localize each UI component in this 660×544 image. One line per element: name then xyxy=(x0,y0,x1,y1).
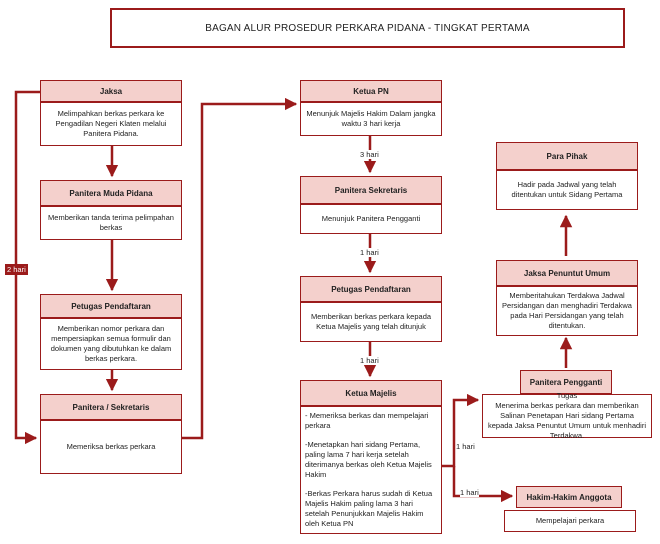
arrow-panitera-sekretaris-to-ketua-pn xyxy=(182,97,298,440)
ketua-pn-body: Menunjuk Majelis Hakim Dalam jangka wakt… xyxy=(300,102,442,136)
ketua-majelis-body: - Memeriksa berkas dan mempelajari perka… xyxy=(300,406,442,534)
ketua-majelis-header: Ketua Majelis xyxy=(300,380,442,406)
jaksa-penuntut-body: Memberitahukan Terdakwa Jadwal Persidang… xyxy=(496,286,638,336)
panitera-pengganti-body: Tugas Menerima berkas perkara dan member… xyxy=(482,391,652,440)
petugas-pendaftaran-1-body: Memberikan nomor perkara dan mempersiapk… xyxy=(40,318,182,370)
jaksa-header: Jaksa xyxy=(40,80,182,102)
para-pihak-header: Para Pihak xyxy=(496,142,638,170)
panitera-sekretaris-2-body: Menunjuk Panitera Pengganti xyxy=(300,204,442,234)
panitera-pengganti-task-text: Menerima berkas perkara dan memberikan S… xyxy=(487,401,646,440)
petugas-pendaftaran-1-header: Petugas Pendaftaran xyxy=(40,294,182,318)
panitera-sekretaris-2-header: Panitera Sekretaris xyxy=(300,176,442,204)
page-title: BAGAN ALUR PROSEDUR PERKARA PIDANA - TIN… xyxy=(110,8,625,48)
panitera-muda-header: Panitera Muda Pidana xyxy=(40,180,182,206)
petugas-pendaftaran-2-body: Memberikan berkas perkara kepada Ketua M… xyxy=(300,302,442,342)
arrow-ketua-majelis-to-panitera-pengganti xyxy=(442,393,480,468)
edge-label-one-day-d: 1 hari xyxy=(460,488,479,497)
edge-label-two-days: 2 hari xyxy=(5,264,28,275)
ketua-majelis-task-1: - Memeriksa berkas dan mempelajari perka… xyxy=(305,411,429,430)
panitera-muda-body: Memberikan tanda terima pelimpahan berka… xyxy=(40,206,182,240)
para-pihak-body: Hadir pada Jadwal yang telah ditentukan … xyxy=(496,170,638,210)
arrow-ketua-majelis-to-hakim-anggota xyxy=(452,466,514,503)
ketua-pn-header: Ketua PN xyxy=(300,80,442,102)
edge-label-one-day-c: 1 hari xyxy=(456,442,475,451)
panitera-pengganti-header: Panitera Pengganti xyxy=(520,370,612,394)
ketua-majelis-task-2: -Menetapkan hari sidang Pertama, paling … xyxy=(305,440,432,479)
ketua-majelis-task-3: -Berkas Perkara harus sudah di Ketua Maj… xyxy=(305,489,433,528)
edge-label-one-day-b: 1 hari xyxy=(360,356,379,365)
hakim-anggota-body: Mempelajari perkara xyxy=(504,510,636,532)
edge-label-three-days: 3 hari xyxy=(360,150,379,159)
jaksa-penuntut-header: Jaksa Penuntut Umum xyxy=(496,260,638,286)
petugas-pendaftaran-2-header: Petugas Pendaftaran xyxy=(300,276,442,302)
edge-label-one-day-a: 1 hari xyxy=(360,248,379,257)
panitera-sekretaris-1-header: Panitera / Sekretaris xyxy=(40,394,182,420)
hakim-anggota-header: Hakim-Hakim Anggota xyxy=(516,486,622,508)
jaksa-body: Melimpahkan berkas perkara ke Pengadilan… xyxy=(40,102,182,146)
panitera-sekretaris-1-body: Memeriksa berkas perkara xyxy=(40,420,182,474)
panitera-pengganti-task-label: Tugas xyxy=(556,391,578,400)
